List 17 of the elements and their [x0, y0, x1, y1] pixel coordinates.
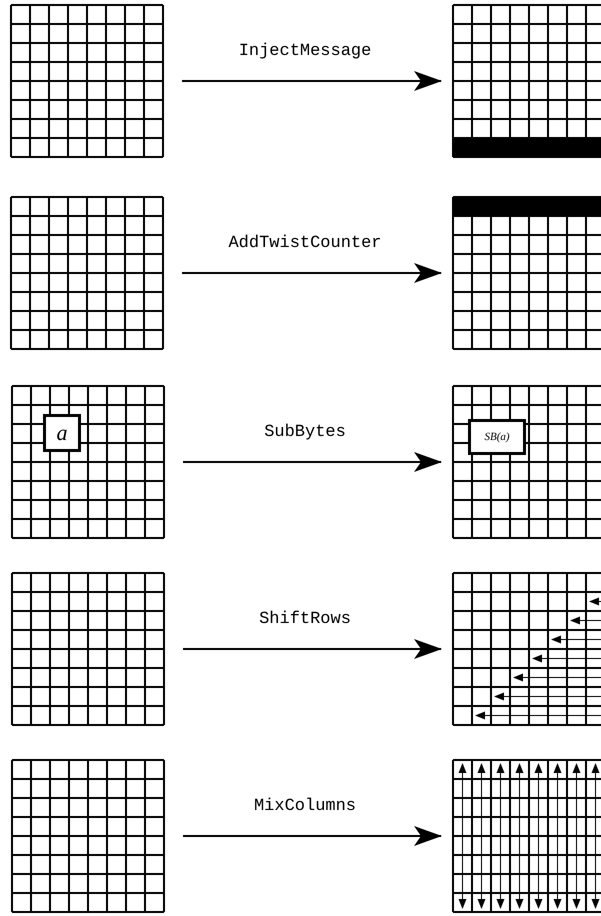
arrow — [183, 452, 442, 472]
arrow — [183, 639, 442, 659]
state-grid — [453, 197, 601, 349]
state-grid — [453, 5, 601, 157]
state-grid — [11, 197, 163, 349]
arrow — [182, 263, 442, 283]
arrow — [183, 826, 442, 846]
state-grid — [12, 573, 164, 725]
arrow — [182, 71, 442, 91]
state-grid — [453, 386, 601, 538]
cell-box: a — [43, 414, 81, 452]
state-grid — [12, 760, 164, 912]
state-grid — [11, 5, 163, 157]
state-grid — [453, 573, 601, 725]
state-grid — [453, 760, 601, 912]
cell-box: SB(a) — [468, 419, 526, 455]
state-grid — [12, 386, 164, 538]
